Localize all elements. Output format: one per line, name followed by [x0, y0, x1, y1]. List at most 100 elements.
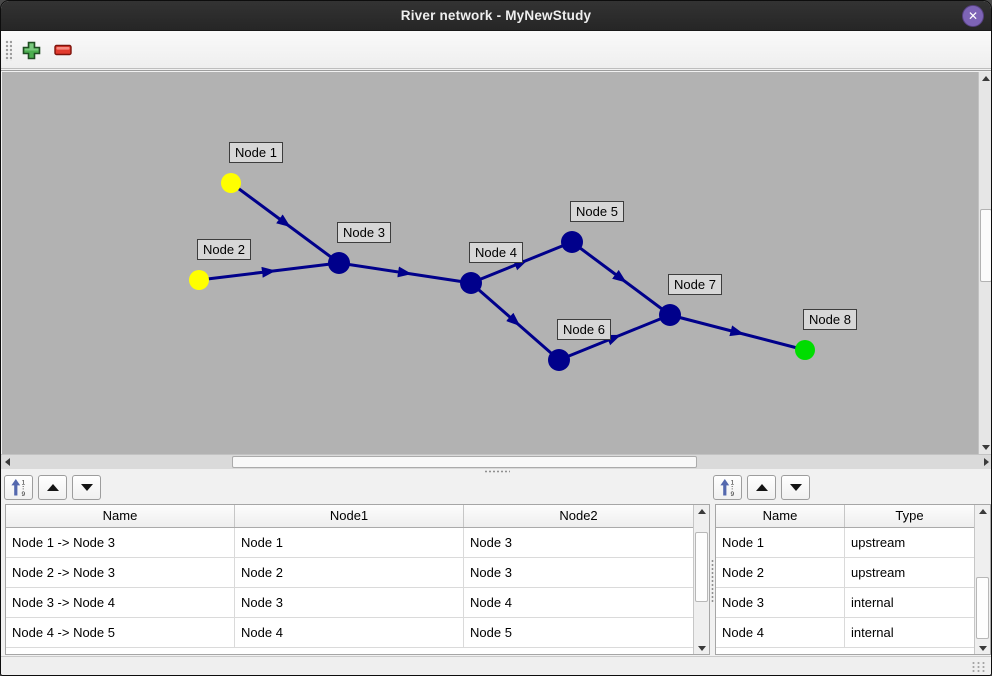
scroll-right-arrow[interactable]	[980, 455, 991, 469]
remove-minus-icon	[54, 44, 72, 56]
scroll-up-arrow[interactable]	[979, 72, 991, 85]
table-row[interactable]: Node 4 internal	[716, 618, 990, 648]
splitter-handle-dots	[711, 559, 714, 603]
scroll-up-arrow[interactable]	[975, 505, 990, 517]
node-label[interactable]: Node 7	[668, 274, 722, 295]
river-node[interactable]	[561, 231, 583, 253]
table-cell: Node 3 -> Node 4	[6, 588, 235, 617]
river-node[interactable]	[189, 270, 209, 290]
river-node[interactable]	[548, 349, 570, 371]
river-node[interactable]	[328, 252, 350, 274]
table-cell: internal	[851, 625, 894, 640]
table-cell: Node 2	[716, 558, 845, 587]
column-header[interactable]: Node1	[235, 505, 464, 527]
table-cell: Node 1 -> Node 3	[6, 528, 235, 557]
column-header[interactable]: Node2	[559, 508, 598, 523]
down-triangle-icon	[789, 484, 802, 491]
node-label[interactable]: Node 8	[803, 309, 857, 330]
node-label[interactable]: Node 5	[570, 201, 624, 222]
svg-text:1: 1	[22, 480, 26, 487]
nodes-table-header: Name Type	[716, 505, 990, 528]
sort-ascending-icon: 1 9	[11, 479, 26, 497]
edges-sort-button[interactable]: 1 9	[4, 475, 33, 500]
edges-move-up-button[interactable]	[38, 475, 67, 500]
node-label[interactable]: Node 4	[469, 242, 523, 263]
river-edge[interactable]	[230, 181, 340, 265]
nodes-table-vscrollbar[interactable]	[974, 505, 990, 654]
table-cell: Node 3	[235, 588, 464, 617]
canvas-hscrollbar[interactable]	[1, 454, 991, 469]
close-icon: ✕	[967, 9, 979, 23]
table-cell: Node 4	[716, 618, 845, 647]
hscroll-thumb[interactable]	[232, 456, 697, 468]
nodes-move-down-button[interactable]	[781, 475, 810, 500]
table-row[interactable]: Node 2 upstream	[716, 558, 990, 588]
river-edge[interactable]	[470, 281, 560, 362]
window-title: River network - MyNewStudy	[400, 8, 592, 23]
toolbar-drag-handle[interactable]	[5, 40, 12, 61]
river-edge[interactable]	[558, 313, 671, 362]
river-node[interactable]	[460, 272, 482, 294]
node-label[interactable]: Node 1	[229, 142, 283, 163]
titlebar[interactable]: River network - MyNewStudy ✕	[1, 1, 991, 31]
river-network-graph	[189, 173, 815, 371]
vscroll-thumb[interactable]	[695, 532, 708, 602]
river-edge[interactable]	[338, 261, 472, 285]
scroll-down-arrow[interactable]	[694, 642, 709, 654]
node-label[interactable]: Node 3	[337, 222, 391, 243]
table-cell: Node 4	[470, 595, 512, 610]
table-cell: Node 3	[716, 588, 845, 617]
river-node[interactable]	[659, 304, 681, 326]
scroll-down-arrow[interactable]	[979, 441, 991, 454]
river-node[interactable]	[221, 173, 241, 193]
add-reach-button[interactable]	[19, 38, 43, 62]
river-edge[interactable]	[198, 261, 340, 282]
river-edge[interactable]	[669, 313, 806, 352]
table-cell: Node 4	[235, 618, 464, 647]
nodes-move-up-button[interactable]	[747, 475, 776, 500]
canvas-vscrollbar[interactable]	[978, 72, 991, 454]
river-edge[interactable]	[571, 240, 671, 317]
column-header[interactable]: Type	[895, 508, 924, 523]
column-header[interactable]: Name	[6, 505, 235, 527]
river-node[interactable]	[795, 340, 815, 360]
table-cell: Node 5	[470, 625, 512, 640]
vscroll-thumb[interactable]	[980, 209, 991, 282]
river-network-canvas[interactable]: Node 1 Node 2 Node 3 Node 4 Node 5 Node 6 Node…	[2, 72, 978, 454]
table-cell: Node 2	[235, 558, 464, 587]
scroll-down-arrow[interactable]	[975, 642, 990, 654]
scroll-up-arrow[interactable]	[694, 505, 709, 517]
svg-text:1: 1	[731, 480, 735, 487]
statusbar	[1, 656, 991, 675]
nodes-sort-button[interactable]: 1 9	[713, 475, 742, 500]
vertical-splitter[interactable]	[710, 504, 715, 655]
resize-grip[interactable]	[971, 661, 986, 672]
node-label[interactable]: Node 2	[197, 239, 251, 260]
table-cell: upstream	[851, 565, 906, 580]
node-label[interactable]: Node 6	[557, 319, 611, 340]
table-cell: upstream	[851, 535, 906, 550]
up-triangle-icon	[46, 484, 59, 491]
remove-reach-button[interactable]	[51, 38, 75, 62]
horizontal-splitter[interactable]	[1, 469, 991, 474]
table-cell: Node 1	[235, 528, 464, 557]
table-cell: Node 4 -> Node 5	[6, 618, 235, 647]
close-button[interactable]: ✕	[962, 5, 984, 27]
edges-move-down-button[interactable]	[72, 475, 101, 500]
vscroll-thumb[interactable]	[976, 577, 989, 639]
scroll-left-arrow[interactable]	[1, 455, 14, 469]
svg-text:9: 9	[22, 491, 26, 497]
edges-table-vscrollbar[interactable]	[693, 505, 709, 654]
column-header[interactable]: Name	[716, 505, 845, 527]
